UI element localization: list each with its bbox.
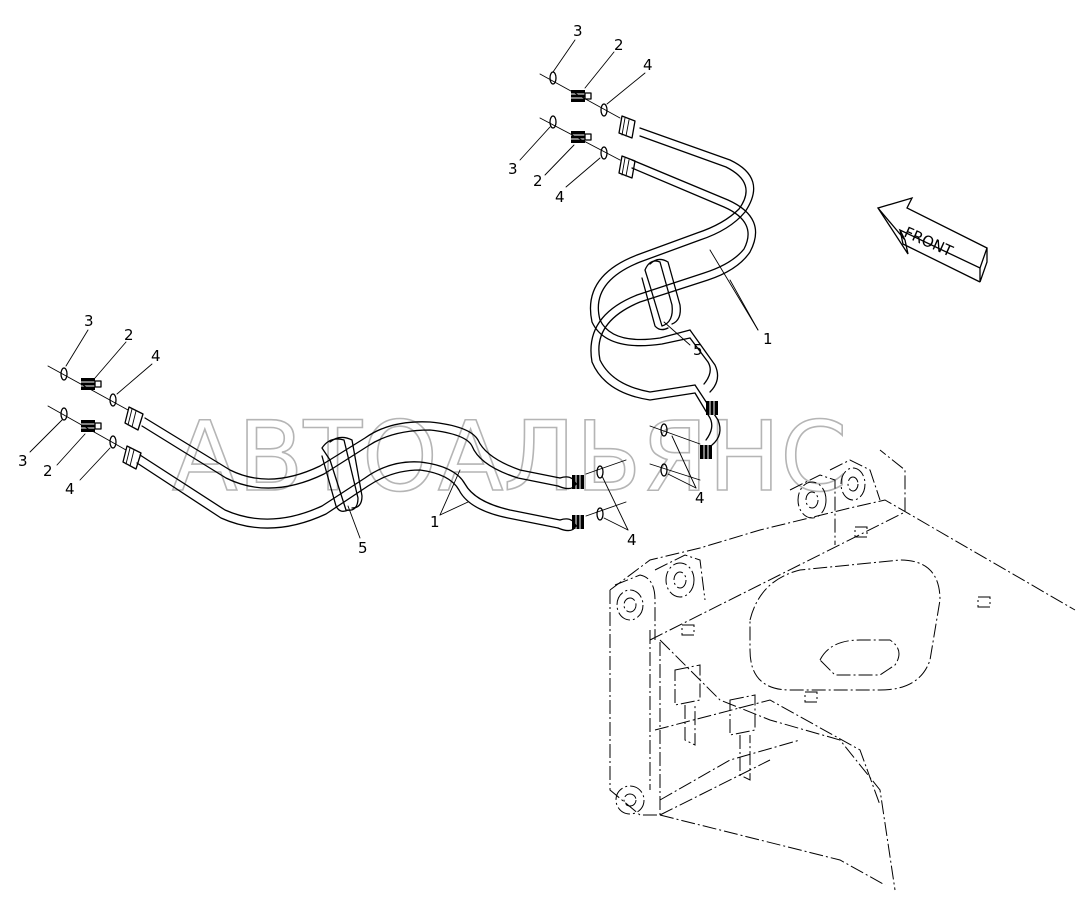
- adapter-upper-2: [570, 130, 592, 144]
- callout-3: 3: [573, 22, 583, 40]
- front-direction-arrow: FRONT: [876, 196, 988, 283]
- callout-4: 4: [627, 531, 637, 549]
- callout-3: 3: [84, 312, 94, 330]
- callout-2: 2: [614, 36, 624, 54]
- o-ring-upper-2: [549, 115, 557, 129]
- machine-frame: [609, 449, 1076, 891]
- o-ring-lower-1: [60, 367, 68, 381]
- o-ring-lower-4: [109, 435, 117, 449]
- callout-3: 3: [508, 160, 518, 178]
- callout-4: 4: [695, 489, 705, 507]
- callout-5: 5: [358, 539, 368, 557]
- hose-assembly-upper: [539, 71, 757, 481]
- o-ring-lower-6: [596, 507, 604, 521]
- callout-1: 1: [763, 330, 773, 348]
- callout-5: 5: [693, 341, 703, 359]
- callout-1: 1: [430, 513, 440, 531]
- callout-4: 4: [65, 480, 75, 498]
- callout-2: 2: [43, 462, 53, 480]
- hose-end-upper-1: [618, 115, 636, 139]
- hose-end-upper-2: [618, 155, 636, 179]
- callout-labels: 3 2 4 3 2 4 3 2 4 3 2 4 1 5 1 5 4 4: [18, 22, 773, 557]
- hose-fitting-upper-1: [705, 400, 719, 416]
- hose-fitting-upper-2: [699, 444, 713, 460]
- hose-clamp-lower: [321, 436, 363, 512]
- o-ring-lower-3: [109, 393, 117, 407]
- o-ring-lower-5: [596, 465, 604, 479]
- o-ring-lower-2: [60, 407, 68, 421]
- hose-end-lower-1: [124, 406, 144, 431]
- callout-3: 3: [18, 452, 28, 470]
- callout-leaders: [29, 39, 759, 539]
- connection-parts-upper: [539, 71, 701, 481]
- watermark-text: АВТОАЛЬЯНС: [172, 401, 847, 513]
- hose-end-lower-2: [122, 445, 142, 470]
- callout-2: 2: [124, 326, 134, 344]
- callout-4: 4: [555, 188, 565, 206]
- callout-4: 4: [643, 56, 653, 74]
- o-ring-upper-3: [600, 103, 608, 117]
- callout-4: 4: [151, 347, 161, 365]
- adapter-lower-1: [80, 377, 102, 391]
- callout-2: 2: [533, 172, 543, 190]
- hose-assembly-lower: [47, 365, 627, 532]
- connection-parts-lower: [47, 365, 627, 521]
- o-ring-upper-6: [660, 463, 668, 477]
- hose-clamp-upper: [641, 258, 681, 331]
